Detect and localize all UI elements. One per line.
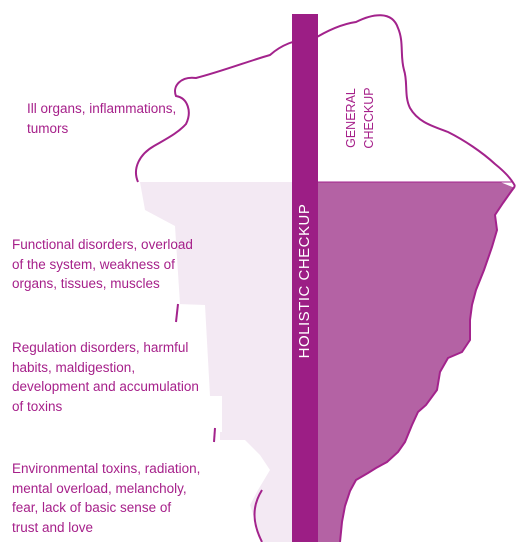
iceberg-outline-bottom	[339, 185, 516, 542]
level-4-line-3: fear, lack of basic sense of	[12, 500, 172, 515]
level-3-line-4: of toxins	[12, 398, 63, 414]
band-level-2	[140, 182, 292, 304]
level-3-text: Regulation disorders, harmful habits, ma…	[12, 338, 199, 416]
iceberg-outline-left-3	[253, 489, 263, 542]
level-1-line-2: tumors	[27, 120, 69, 136]
level-2-line-2: of the system, weakness of	[12, 256, 175, 272]
general-label-line-1: GENERAL	[344, 88, 358, 148]
level-4-line-4: trust and love	[12, 519, 94, 535]
level-3-line-3: development and accumulation	[12, 379, 199, 394]
band-level-4	[220, 432, 292, 542]
iceberg-outline-left-1	[175, 303, 179, 323]
level-4-text: Environmental toxins, radiation, mental …	[12, 459, 200, 537]
level-1-line-1: Ill organs, inflammations,	[27, 101, 177, 116]
general-checkup-label: GENERAL CHECKUP	[342, 63, 378, 173]
iceberg-outline-top	[135, 14, 516, 187]
level-3-line-2: habits, maldigestion,	[12, 359, 136, 375]
general-label-line-2: CHECKUP	[362, 87, 376, 149]
band-level-3	[178, 304, 292, 432]
level-2-text: Functional disorders, overload of the sy…	[12, 235, 193, 294]
iceberg-outline-left-2	[213, 427, 216, 443]
holistic-bar	[292, 14, 318, 542]
iceberg-underwater-right	[318, 182, 515, 542]
level-1-text: Ill organs, inflammations, tumors	[27, 99, 176, 138]
level-4-line-2: mental overload, melancholy,	[12, 480, 187, 496]
level-3-line-1: Regulation disorders, harmful	[12, 340, 189, 355]
holistic-checkup-label: HOLISTIC CHECKUP	[295, 181, 315, 381]
holistic-checkup-text: HOLISTIC CHECKUP	[296, 203, 313, 359]
level-2-line-3: organs, tissues, muscles	[12, 276, 160, 291]
level-2-line-1: Functional disorders, overload	[12, 237, 193, 252]
level-4-line-1: Environmental toxins, radiation,	[12, 461, 201, 476]
